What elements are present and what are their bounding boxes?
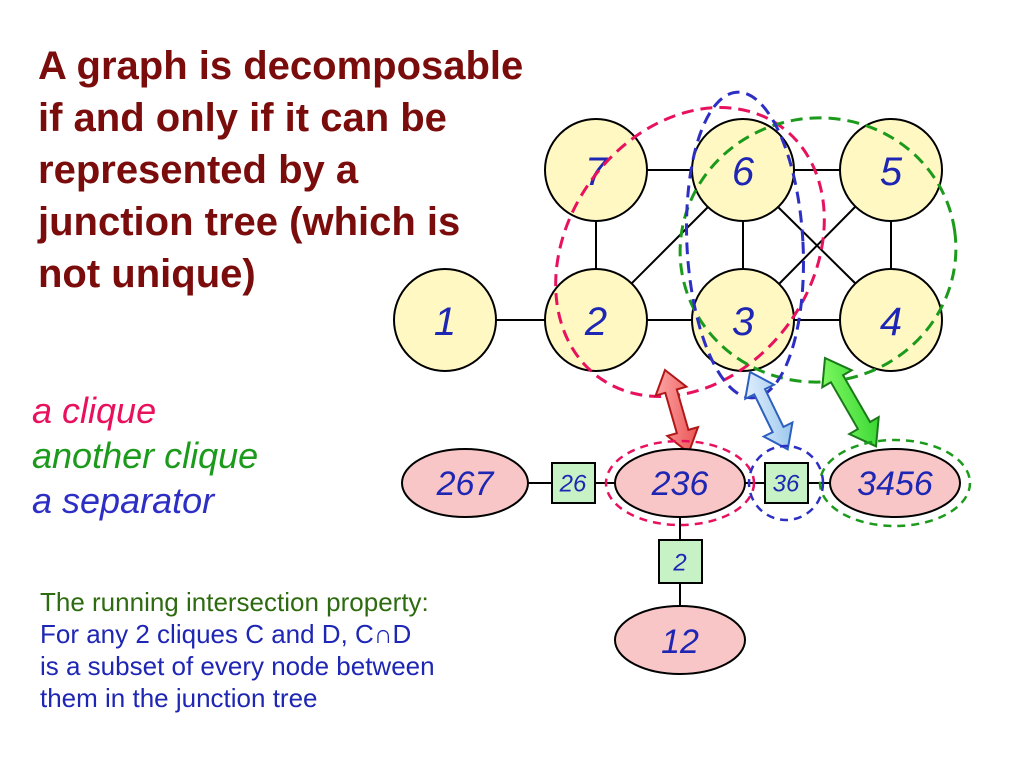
legend-clique: a clique bbox=[32, 390, 157, 431]
arrow-clique-3456 bbox=[821, 356, 880, 448]
tree-clique-12-label: 12 bbox=[661, 623, 699, 661]
running-intersection-property: The running intersection property: For a… bbox=[40, 586, 435, 714]
graph-edges bbox=[495, 169, 892, 321]
legend-another-clique: another clique bbox=[32, 435, 259, 476]
legend-separator: a separator bbox=[32, 480, 215, 521]
graph-node-2 bbox=[544, 268, 648, 372]
title-line-1: A graph is decomposable bbox=[38, 44, 524, 88]
tree-separator-36 bbox=[764, 462, 809, 504]
graph-node-2-label: 2 bbox=[584, 300, 607, 344]
graph-node-5-label: 5 bbox=[880, 150, 903, 194]
tree-clique-236-outline bbox=[604, 439, 756, 527]
tree-clique-267 bbox=[401, 448, 529, 518]
tree-clique-3456 bbox=[829, 448, 961, 518]
graph-node-4 bbox=[839, 268, 943, 372]
tree-clique-3456-outline bbox=[818, 438, 972, 528]
graph-node-1-label: 1 bbox=[434, 300, 456, 344]
clique-outline-236 bbox=[554, 106, 826, 398]
graph-node-6-label: 6 bbox=[732, 150, 755, 194]
rip-line-1: For any 2 cliques C and D, C∩D bbox=[40, 619, 412, 649]
rip-heading: The running intersection property: bbox=[40, 587, 429, 617]
tree-clique-3456-label: 3456 bbox=[857, 465, 933, 503]
graph-node-4-label: 4 bbox=[880, 300, 902, 344]
slide-title: A graph is decomposable if and only if i… bbox=[38, 40, 568, 300]
rip-line-3: them in the junction tree bbox=[40, 683, 318, 713]
graph-node-1 bbox=[393, 268, 497, 372]
title-line-5: not unique) bbox=[38, 252, 256, 296]
graph-node-5 bbox=[839, 118, 943, 222]
arrow-separator-36 bbox=[743, 370, 794, 451]
tree-clique-267-label: 267 bbox=[436, 465, 495, 503]
separator-outline-36 bbox=[685, 90, 805, 400]
rip-line-2: is a subset of every node between bbox=[40, 651, 435, 681]
title-line-2: if and only if it can be bbox=[38, 96, 447, 140]
tree-separator-26 bbox=[551, 462, 596, 504]
tree-separator-26-label: 26 bbox=[559, 471, 587, 498]
legend: a clique another clique a separator bbox=[32, 388, 258, 523]
tree-separator-2-label: 2 bbox=[672, 550, 686, 577]
edge-5-3 bbox=[777, 204, 858, 286]
tree-clique-236 bbox=[614, 448, 746, 518]
tree-clique-12 bbox=[614, 605, 746, 675]
tree-separator-36-label: 36 bbox=[773, 471, 800, 498]
title-line-3: represented by a bbox=[38, 148, 359, 192]
graph-node-7 bbox=[544, 118, 648, 222]
tree-separator-36-outline bbox=[747, 444, 825, 522]
edge-2-6 bbox=[629, 206, 709, 286]
graph-node-3-label: 3 bbox=[732, 300, 754, 344]
tree-clique-236-label: 236 bbox=[651, 465, 709, 503]
title-line-4: junction tree (which is bbox=[38, 200, 461, 244]
tree-separator-2 bbox=[658, 539, 703, 584]
